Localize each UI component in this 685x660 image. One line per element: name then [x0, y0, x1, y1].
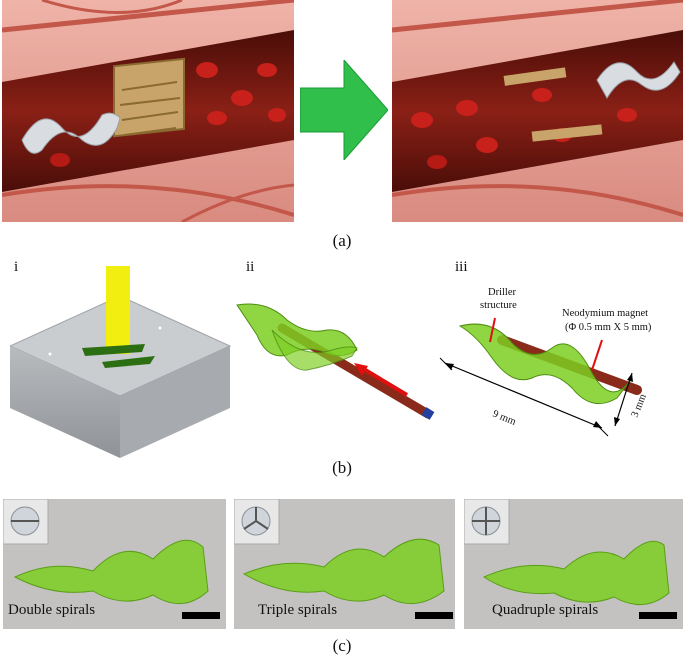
sublabel-iii: iii	[455, 259, 468, 275]
clot-fragment	[531, 124, 603, 142]
light-beam	[106, 266, 130, 354]
sublabel-i: i	[14, 259, 19, 275]
panel-a-after-illustration	[392, 0, 683, 222]
caption-c: (c)	[332, 636, 352, 655]
panel-b-iii-dimensions: Driller structure Neodymium magnet (Φ 0.…	[439, 287, 652, 437]
annotation-driller-2: structure	[480, 300, 517, 311]
annotation-driller-1: Driller	[488, 287, 516, 298]
spiral-robot	[21, 112, 121, 154]
annotation-magnet-2: (Φ 0.5 mm X 5 mm)	[565, 322, 652, 333]
spiral-robot	[596, 61, 681, 99]
label-triple-spirals: Triple spirals	[258, 602, 338, 618]
annotation-magnet-1: Neodymium magnet	[562, 308, 648, 319]
photo-quadruple-spirals	[464, 499, 683, 629]
dimension-diameter: 3 mm	[630, 393, 649, 420]
panel-b-i-fabrication	[10, 266, 232, 458]
label-double-spirals: Double spirals	[8, 602, 96, 618]
caption-a: (a)	[332, 231, 352, 250]
transition-arrow	[300, 60, 388, 160]
green-driller	[236, 303, 358, 371]
scale-bar	[415, 612, 453, 619]
panel-b-ii-assembly	[236, 303, 435, 420]
caption-b: (b)	[332, 458, 352, 477]
scale-bar	[182, 612, 220, 619]
blood-clot	[113, 57, 185, 138]
dimension-length: 9 mm	[491, 409, 518, 428]
scale-bar	[639, 612, 677, 619]
photo-triple-spirals	[234, 499, 455, 629]
photo-double-spirals	[3, 499, 226, 629]
green-driller	[458, 323, 633, 405]
clot-fragment	[503, 67, 567, 86]
panel-a-before-illustration	[2, 0, 294, 222]
sublabel-ii: ii	[246, 259, 255, 275]
label-quadruple-spirals: Quadruple spirals	[492, 602, 599, 618]
